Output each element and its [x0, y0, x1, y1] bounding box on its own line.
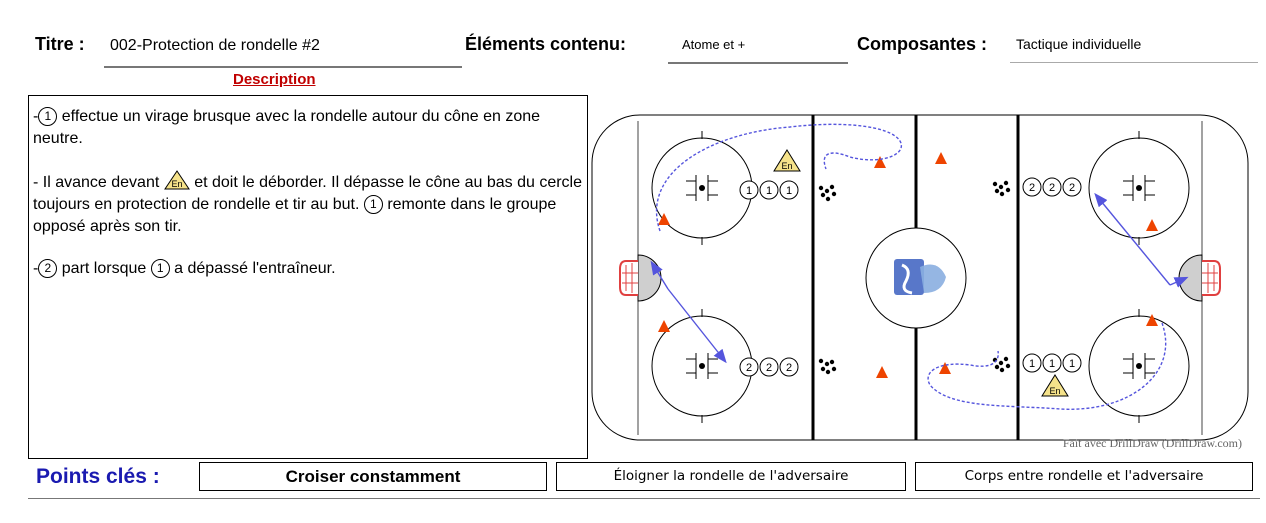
- title-underline: [104, 66, 462, 68]
- coach-bottom-label: En: [1049, 386, 1060, 396]
- player-1-label: 1: [766, 185, 772, 197]
- cone-icon: [1146, 219, 1158, 231]
- faceoff-circle-top-right: [1088, 131, 1190, 245]
- faceoff-circle-top-left: [651, 131, 753, 245]
- description-paragraph-1: -1 effectue un virage brusque avec la ro…: [33, 107, 541, 147]
- description-p2-b: et doit le déborder. Il dépasse le cône …: [33, 174, 583, 213]
- player-1-icon: 1: [363, 195, 383, 214]
- cone-icon: [939, 362, 951, 374]
- player-1-label: 1: [1069, 358, 1075, 370]
- cone-icon: [874, 156, 886, 168]
- puck-pile-bottom-left: [818, 358, 837, 375]
- components-label: Composantes :: [857, 34, 988, 54]
- faceoff-circle-bottom-right: [1088, 309, 1190, 423]
- description-box: -1 effectue un virage brusque avec la ro…: [28, 95, 588, 459]
- cone-icon: [658, 320, 670, 332]
- player-1-label: 1: [786, 185, 792, 197]
- cone-icon: [876, 366, 888, 378]
- player-1-icon: 1: [38, 107, 58, 126]
- cone-icon: [935, 152, 947, 164]
- cone-icon: [658, 213, 670, 225]
- players-group-1-top: 1 1 1: [739, 180, 799, 200]
- elements-value: Atome et +: [682, 37, 746, 52]
- description-p3-a: part lorsque: [57, 260, 151, 277]
- player-2-label: 2: [1069, 182, 1075, 194]
- player-1-label: 1: [1049, 358, 1055, 370]
- player-2-label: 2: [786, 362, 792, 374]
- player-2-icon: 2: [38, 259, 58, 278]
- bottom-divider: [28, 498, 1260, 499]
- shot-arrow-right-icon: [1169, 276, 1189, 288]
- skating-path-bottom-icon: [927, 322, 1167, 410]
- elements-label: Éléments contenu:: [465, 34, 627, 54]
- components-value: Tactique individuelle: [1016, 36, 1142, 52]
- pass-arrow-right-icon: [1094, 192, 1171, 286]
- players-group-1-bottom: 1 1 1: [1022, 353, 1082, 373]
- player-2-label: 2: [766, 362, 772, 374]
- key-point-3: Corps entre rondelle et l'adversaire: [915, 462, 1253, 491]
- key-point-1: Croiser constamment: [199, 462, 547, 491]
- description-p1-text: effectue un virage brusque avec la ronde…: [33, 108, 541, 147]
- goal-net-right-icon: [1202, 260, 1221, 296]
- rink-diagram: En En 1 1 1 2 2 2 2 2 2 1 1 1: [591, 114, 1249, 441]
- description-paragraph-2: - Il avance devant En et doit le déborde…: [33, 170, 583, 238]
- player-1-label: 1: [1029, 358, 1035, 370]
- goal-net-left-icon: [619, 260, 638, 296]
- description-p2-a: - Il avance devant: [33, 174, 164, 191]
- description-p2-c: remonte dans le groupe opposé après son …: [33, 196, 557, 235]
- coach-icon-label: En: [171, 179, 182, 189]
- description-p3-b: a dépassé l'entraîneur.: [169, 260, 336, 277]
- player-2-label: 2: [1029, 182, 1035, 194]
- coach-icon: En: [163, 170, 190, 190]
- elements-underline: [668, 62, 848, 64]
- player-1-label: 1: [746, 185, 752, 197]
- puck-pile-top-right: [992, 180, 1011, 197]
- coach-bottom-icon: En: [1041, 374, 1069, 397]
- components-underline: [1010, 62, 1258, 63]
- player-2-label: 2: [1049, 182, 1055, 194]
- coach-top-icon: En: [773, 149, 801, 172]
- description-heading: Description: [233, 71, 316, 88]
- cone-icon: [1146, 314, 1158, 326]
- key-point-2: Éloigner la rondelle de l'adversaire: [556, 462, 906, 491]
- coach-top-label: En: [781, 161, 792, 171]
- center-logo-icon: [894, 259, 946, 295]
- players-group-2-bottom: 2 2 2: [739, 357, 799, 377]
- puck-pile-bottom-right: [992, 356, 1011, 373]
- title-value: 002-Protection de rondelle #2: [110, 37, 320, 54]
- player-1-icon: 1: [150, 259, 170, 278]
- shot-arrow-left-icon: [650, 260, 669, 290]
- players-group-2-top: 2 2 2: [1022, 177, 1082, 197]
- skating-path-top-icon: [655, 123, 903, 232]
- cones: [658, 152, 1158, 378]
- puck-pile-top-left: [818, 184, 837, 202]
- title-label: Titre :: [35, 34, 85, 54]
- key-points-label: Points clés :: [36, 465, 160, 488]
- pass-arrow-left-icon: [667, 288, 727, 364]
- description-paragraph-3: -2 part lorsque 1 a dépassé l'entraîneur…: [33, 259, 336, 278]
- player-2-label: 2: [746, 362, 752, 374]
- diagram-credit: Fait avec DrillDraw (DrillDraw.com): [1062, 436, 1242, 450]
